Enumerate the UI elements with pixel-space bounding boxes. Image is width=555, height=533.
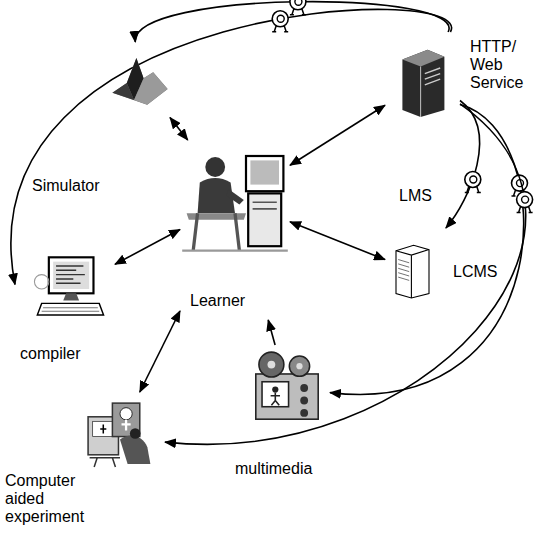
interaction-arrow xyxy=(140,311,180,392)
lcms-icon xyxy=(385,228,440,313)
node-label: Computer aided experiment xyxy=(5,472,110,526)
service-node: compiler xyxy=(15,245,115,370)
lms-icon xyxy=(387,32,457,132)
node-label: multimedia xyxy=(235,460,330,478)
interaction-arrow xyxy=(268,320,275,345)
web-service-arrow xyxy=(446,101,480,229)
protocol-label: HTTP/ Web Service xyxy=(470,38,548,92)
service-node: LCMS xyxy=(385,228,515,318)
sim-icon xyxy=(110,42,170,117)
interaction-arrow xyxy=(290,222,385,260)
exp-icon xyxy=(80,394,160,470)
interaction-arrow xyxy=(290,105,385,165)
mm-icon xyxy=(248,345,326,431)
interaction-arrow xyxy=(115,230,180,265)
node-label: Learner xyxy=(190,292,285,310)
web-service-arrow xyxy=(330,105,524,395)
node-label: compiler xyxy=(20,345,115,363)
node-label: LMS xyxy=(399,187,459,205)
service-node: multimedia xyxy=(230,345,330,485)
node-label: Simulator xyxy=(32,177,152,195)
agent-figure xyxy=(272,11,288,32)
service-node: Learner xyxy=(180,140,290,320)
service-node: LMS xyxy=(385,32,460,210)
service-node: Computer aided experiment xyxy=(5,392,165,529)
agent-figure xyxy=(290,0,306,15)
web-service-arrow xyxy=(165,104,526,444)
service-node: Simulator xyxy=(15,42,170,202)
agent-figure xyxy=(517,192,533,213)
interaction-arrow xyxy=(170,118,188,140)
learn-icon xyxy=(180,140,290,260)
agent-figure xyxy=(465,172,481,193)
node-label: LCMS xyxy=(453,263,513,281)
web-service-arrow xyxy=(11,9,452,284)
comp-icon xyxy=(33,245,105,333)
